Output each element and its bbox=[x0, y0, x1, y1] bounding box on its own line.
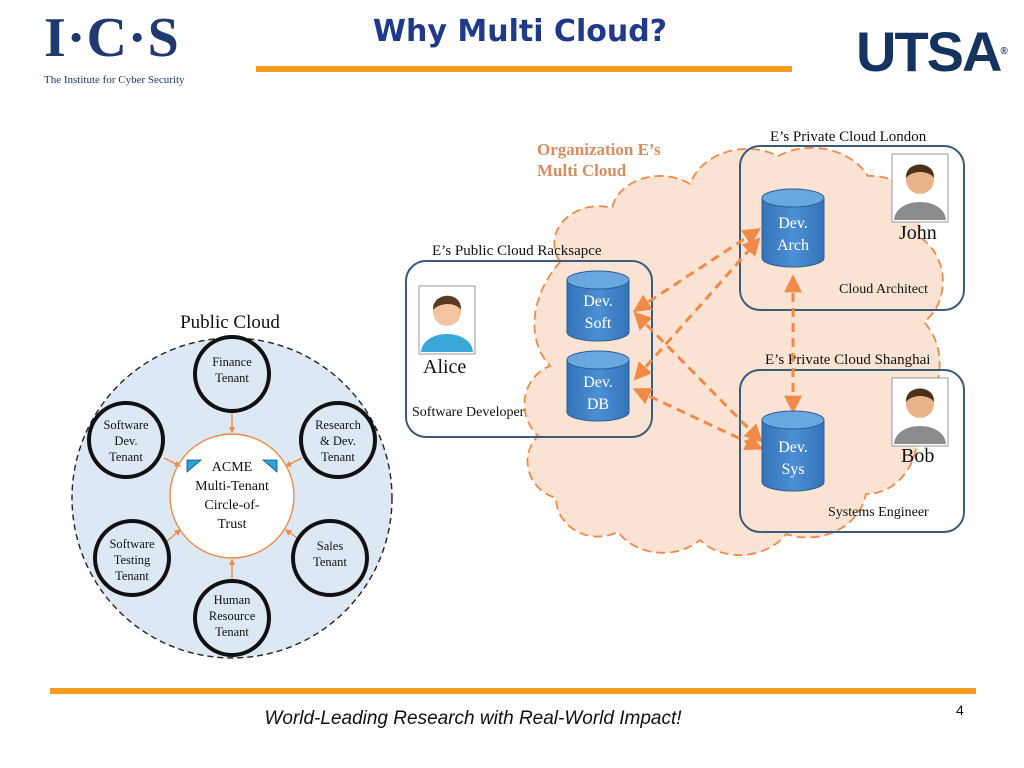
db-dev-soft-line-1: Dev. bbox=[583, 293, 613, 310]
center-line-3: Circle-of- bbox=[204, 498, 260, 513]
title-underline bbox=[256, 66, 792, 72]
center-line-2: Multi-Tenant bbox=[195, 479, 269, 494]
alice-name: Alice bbox=[423, 356, 466, 378]
john-role: Cloud Architect bbox=[839, 282, 928, 297]
sync-arrows bbox=[632, 228, 802, 451]
research-tenant-line-2: & Dev. bbox=[320, 434, 356, 448]
research-tenant-node bbox=[299, 401, 377, 479]
db-dev-soft-line-2: Soft bbox=[585, 315, 612, 332]
utsa-registered-mark: ® bbox=[1000, 46, 1008, 57]
alice-avatar-icon bbox=[418, 285, 476, 355]
softdev-tenant-line-2: Dev. bbox=[114, 434, 137, 448]
hr-tenant-line-3: Tenant bbox=[215, 625, 249, 639]
center-line-1: ACME bbox=[212, 460, 252, 475]
circle-of-trust bbox=[169, 433, 295, 559]
hr-tenant-line-1: Human bbox=[214, 593, 252, 607]
john-name: John bbox=[899, 222, 937, 244]
softdev-tenant-node bbox=[87, 401, 165, 479]
testing-tenant-node bbox=[93, 519, 171, 597]
public-cloud-box-label: E’s Public Cloud Racksapce bbox=[432, 243, 602, 259]
db-dev-sys-line-1: Dev. bbox=[778, 439, 808, 456]
db-dev-arch-line-1: Dev. bbox=[778, 215, 808, 232]
tenant-labels: Finance Tenant Research & Dev. Tenant Sa… bbox=[103, 355, 361, 639]
sales-tenant-line-2: Tenant bbox=[313, 555, 347, 569]
finance-tenant-node bbox=[193, 335, 271, 413]
ics-logo-subtitle: The Institute for Cyber Security bbox=[44, 74, 185, 86]
arrow-db-sys bbox=[632, 387, 764, 451]
org-label: Organization E’s Multi Cloud bbox=[537, 140, 661, 180]
testing-tenant-line-1: Software bbox=[109, 537, 155, 551]
tenant-nodes bbox=[87, 335, 377, 657]
hr-tenant-line-2: Resource bbox=[209, 609, 256, 623]
ics-logo: I·C·S The Institute for Cyber Security bbox=[44, 8, 204, 98]
shanghai-box bbox=[739, 369, 965, 533]
trust-right-icon bbox=[261, 459, 278, 473]
page-title: Why Multi Cloud? bbox=[372, 14, 668, 49]
circle-of-trust-text: ACME Multi-Tenant Circle-of- Trust bbox=[195, 460, 269, 532]
hr-tenant-node bbox=[193, 579, 271, 657]
testing-tenant-line-2: Testing bbox=[114, 553, 151, 567]
utsa-logo-text: UTSA bbox=[856, 20, 1002, 83]
trust-left-icon bbox=[186, 459, 203, 473]
softdev-tenant-line-1: Software bbox=[103, 418, 149, 432]
sales-tenant-node bbox=[291, 519, 369, 597]
db-dev-arch: Dev. Arch bbox=[761, 188, 825, 268]
utsa-logo: UTSA® bbox=[856, 22, 1008, 82]
finance-tenant-line-2: Tenant bbox=[215, 371, 249, 385]
db-dev-db-line-1: Dev. bbox=[583, 374, 613, 391]
testing-tenant-line-3: Tenant bbox=[115, 569, 149, 583]
org-label-line-1: Organization E’s bbox=[537, 140, 661, 159]
bob-name: Bob bbox=[901, 445, 934, 467]
bob-role: Systems Engineer bbox=[828, 505, 929, 520]
db-dev-arch-line-2: Arch bbox=[777, 237, 809, 254]
alice-role: Software Developer bbox=[412, 405, 525, 420]
sales-tenant-line-1: Sales bbox=[317, 539, 344, 553]
london-box bbox=[739, 145, 965, 311]
db-dev-db-line-2: DB bbox=[587, 396, 609, 413]
footer-rule bbox=[50, 688, 976, 694]
shanghai-box-label: E’s Private Cloud Shanghai bbox=[765, 352, 930, 368]
research-tenant-line-3: Tenant bbox=[321, 450, 355, 464]
finance-tenant-line-1: Finance bbox=[212, 355, 252, 369]
ics-logo-letters: I·C·S bbox=[44, 7, 180, 69]
softdev-tenant-line-3: Tenant bbox=[109, 450, 143, 464]
db-dev-soft: Dev. Soft bbox=[566, 270, 630, 342]
footer-tagline: World-Leading Research with Real-World I… bbox=[264, 708, 682, 729]
db-dev-sys: Dev. Sys bbox=[761, 410, 825, 492]
john-avatar-icon bbox=[891, 153, 949, 223]
page-number: 4 bbox=[956, 702, 964, 718]
public-cloud-label: Public Cloud bbox=[180, 312, 280, 333]
org-label-line-2: Multi Cloud bbox=[537, 161, 627, 180]
db-dev-sys-line-2: Sys bbox=[781, 461, 804, 478]
center-line-4: Trust bbox=[217, 517, 246, 532]
db-dev-db: Dev. DB bbox=[566, 350, 630, 422]
london-box-label: E’s Private Cloud London bbox=[770, 129, 927, 145]
research-tenant-line-1: Research bbox=[315, 418, 362, 432]
bob-avatar-icon bbox=[891, 377, 949, 447]
